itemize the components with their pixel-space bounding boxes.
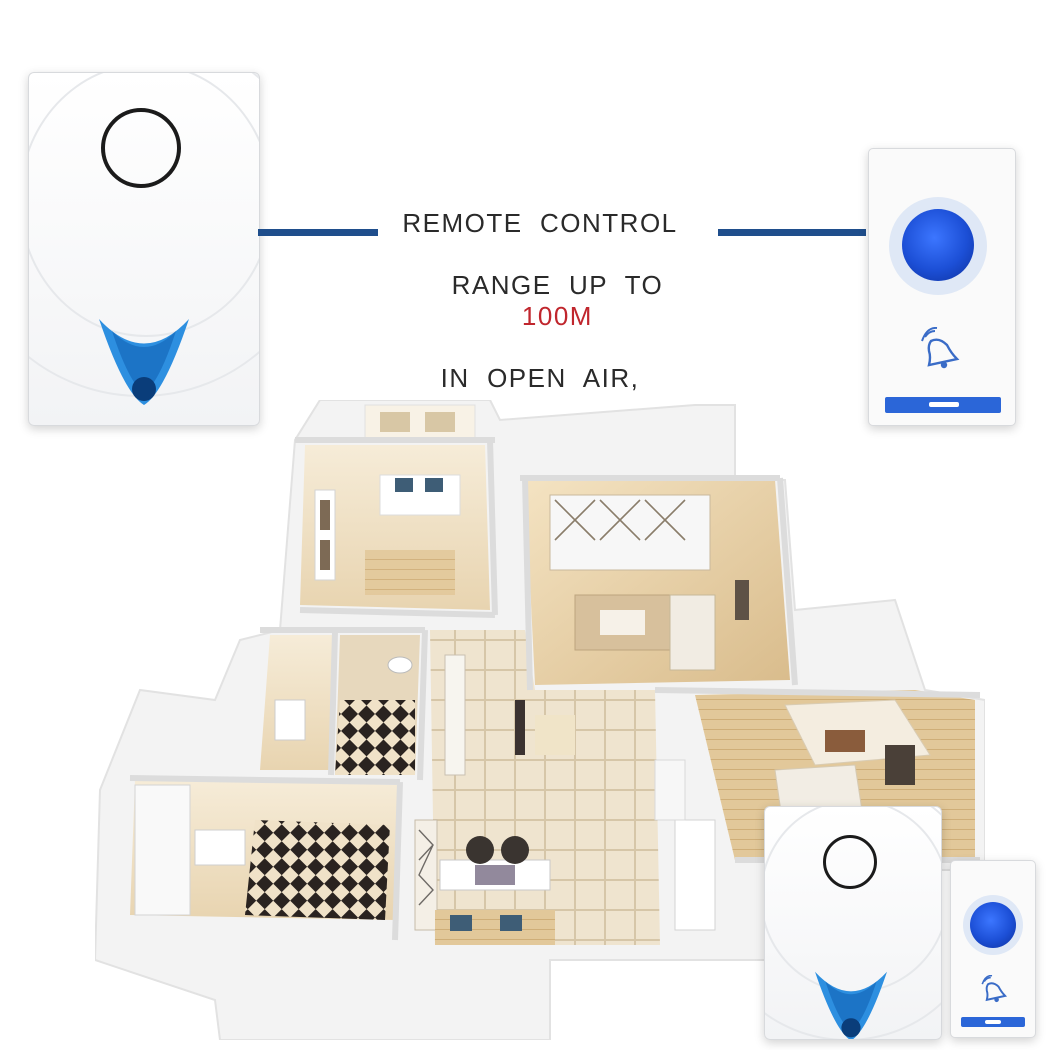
connector-line-right (718, 229, 866, 236)
push-button-unit-small (950, 860, 1036, 1038)
receiver-unit-large (28, 72, 260, 426)
headline-line-2-prefix: RANGE UP TO (451, 270, 664, 300)
speaker-ring-icon (823, 835, 877, 889)
indicator-bar (885, 397, 1001, 413)
receiver-accent-icon (815, 971, 887, 1039)
receiver-unit-small (764, 806, 942, 1040)
receiver-swoosh (29, 73, 259, 337)
doorbell-button[interactable] (970, 902, 1016, 948)
bell-with-signal-icon (981, 975, 1008, 1003)
indicator-notch (929, 402, 959, 407)
headline-line-1: REMOTE CONTROL (402, 208, 678, 238)
indicator-notch (985, 1020, 1001, 1024)
speaker-ring-icon (101, 108, 181, 188)
headline-line-2: RANGE UP TO 100M (360, 239, 720, 363)
receiver-swoosh (765, 807, 941, 993)
bell-with-signal-icon (921, 327, 960, 369)
connector-line-left (258, 229, 378, 236)
headline-line-3: IN OPEN AIR, (440, 363, 640, 393)
doorbell-button[interactable] (902, 209, 974, 281)
range-headline: REMOTE CONTROL RANGE UP TO 100M IN OPEN … (360, 208, 720, 394)
push-button-unit-large (868, 148, 1016, 426)
indicator-bar (961, 1017, 1025, 1027)
headline-range-value: 100M (521, 301, 593, 331)
apartment-floor-plan (95, 400, 985, 1040)
receiver-accent-icon (99, 319, 189, 405)
